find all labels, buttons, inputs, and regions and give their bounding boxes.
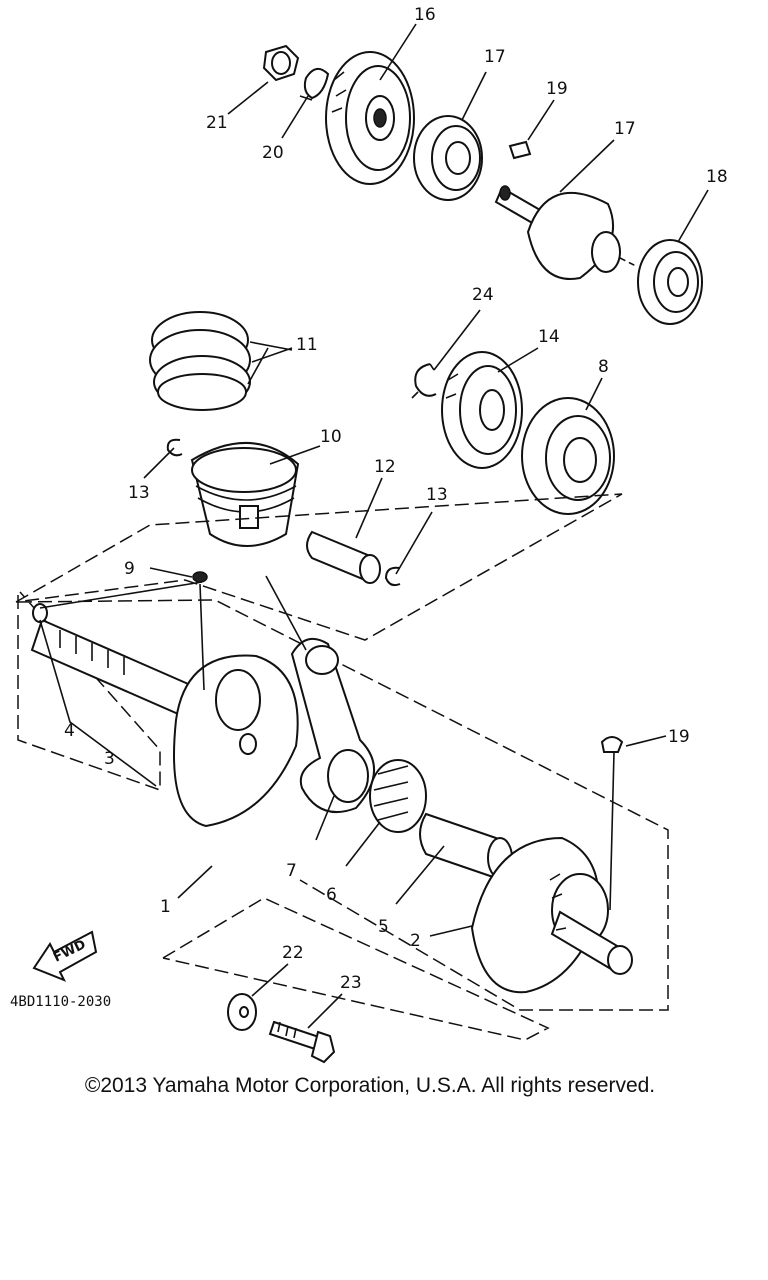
part-code: 4BD1110-2030 bbox=[10, 994, 111, 1010]
callout-13-left: 13 bbox=[128, 483, 150, 503]
key-18 bbox=[508, 140, 532, 160]
bearing-8 bbox=[521, 397, 615, 515]
washer-22 bbox=[227, 993, 257, 1031]
callout-10: 10 bbox=[320, 427, 342, 447]
piston-rings-11 bbox=[149, 311, 251, 411]
callout-14: 14 bbox=[538, 327, 560, 347]
callout-5: 5 bbox=[378, 917, 389, 937]
copyright-notice: ©2013 Yamaha Motor Corporation, U.S.A. A… bbox=[84, 1074, 656, 1097]
callouts: 16 17 19 17 18 21 20 24 11 14 8 10 12 13… bbox=[64, 5, 728, 993]
callout-17-upper: 17 bbox=[484, 47, 506, 67]
circlip-24 bbox=[411, 363, 437, 399]
callout-8: 8 bbox=[598, 357, 609, 377]
group-outline-crank bbox=[17, 591, 669, 1011]
callout-15: 16 bbox=[414, 5, 436, 25]
callout-24: 24 bbox=[472, 285, 494, 305]
gear-14 bbox=[441, 351, 523, 469]
callout-13-right: 13 bbox=[426, 485, 448, 505]
bolt-23 bbox=[268, 1020, 336, 1064]
callout-6: 6 bbox=[326, 885, 337, 905]
crank-left-3 bbox=[30, 618, 299, 828]
callout-18: 19 bbox=[546, 79, 568, 99]
crank-right-2 bbox=[470, 836, 633, 994]
group-outline-upper bbox=[15, 493, 623, 641]
leader-lines bbox=[39, 23, 709, 1029]
callout-1: 1 bbox=[160, 897, 171, 917]
callout-11: 11 bbox=[296, 335, 318, 355]
callout-21: 19 bbox=[668, 727, 690, 747]
piston-10 bbox=[190, 442, 300, 547]
callout-12: 12 bbox=[374, 457, 396, 477]
callout-16: 17 bbox=[614, 119, 636, 139]
balancer-shaft-16 bbox=[494, 185, 637, 280]
callout-4: 4 bbox=[64, 721, 75, 741]
group-outline-bolts bbox=[162, 897, 550, 1041]
connecting-rod-7 bbox=[290, 637, 375, 813]
callout-17-lower: 18 bbox=[706, 167, 728, 187]
dowel-9 bbox=[192, 571, 208, 583]
bearing-17-upper bbox=[413, 115, 483, 201]
callout-2: 2 bbox=[410, 931, 421, 951]
nut-20 bbox=[262, 44, 300, 82]
callout-9: 9 bbox=[124, 559, 135, 579]
key-21 bbox=[600, 736, 624, 753]
lock-washer-19 bbox=[299, 67, 330, 101]
callout-23: 23 bbox=[340, 973, 362, 993]
bearing-17-lower bbox=[637, 239, 703, 325]
needle-bearing-6 bbox=[369, 759, 427, 833]
callout-3: 3 bbox=[104, 749, 115, 769]
piston-pin-12 bbox=[306, 530, 381, 584]
callout-7: 7 bbox=[286, 861, 297, 881]
callout-20: 21 bbox=[206, 113, 228, 133]
callout-22: 22 bbox=[282, 943, 304, 963]
callout-19: 20 bbox=[262, 143, 284, 163]
exploded-parts-diagram: 16 17 19 17 18 21 20 24 11 14 8 10 12 13… bbox=[10, 5, 728, 1064]
fwd-arrow-icon: FWD bbox=[32, 930, 98, 982]
gear-15 bbox=[325, 51, 415, 185]
